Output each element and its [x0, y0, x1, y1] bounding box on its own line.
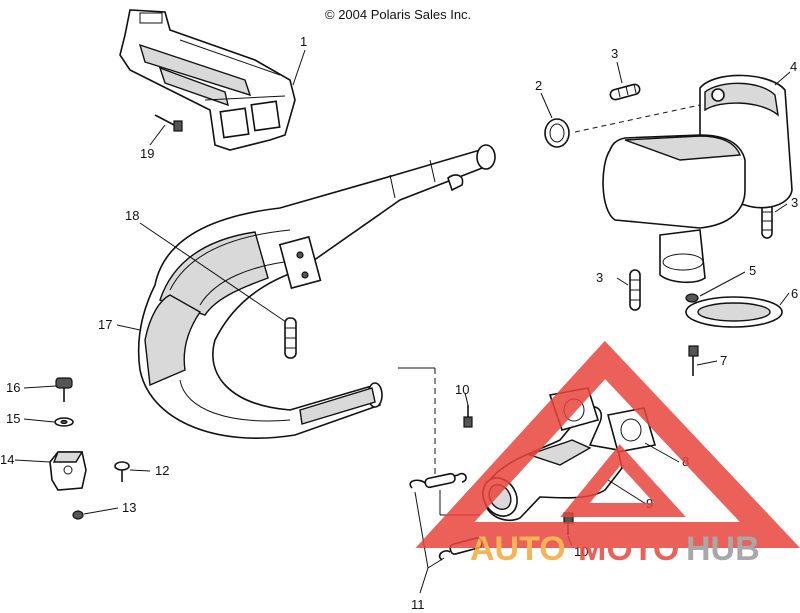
- bracket-14: [49, 451, 87, 491]
- callout-6: 6: [791, 286, 798, 301]
- bracket-bolt: [154, 114, 183, 132]
- callout-16: 16: [6, 380, 20, 395]
- callout-10-upper: 10: [455, 382, 469, 397]
- callout-11: 11: [411, 597, 425, 612]
- nut-13: [72, 510, 84, 520]
- callout-4: 4: [790, 59, 797, 74]
- callout-3-top: 3: [611, 46, 618, 61]
- spring-top: [609, 83, 641, 101]
- callout-1: 1: [300, 34, 307, 49]
- watermark-hub: HUB: [686, 530, 760, 568]
- spring-right: [761, 202, 773, 239]
- watermark-moto: MOTO: [578, 530, 679, 568]
- callout-12: 12: [155, 463, 169, 478]
- callout-3-middle: 3: [596, 270, 603, 285]
- callout-13: 13: [122, 500, 136, 515]
- spring-middle: [629, 269, 641, 311]
- copyright-notice: © 2004 Polaris Sales Inc.: [325, 7, 471, 22]
- bolt-16: [55, 377, 73, 402]
- callout-numbers: 1 2 3 3 3 4 5 6 7 8 9 10 10 11 12 13 14 …: [0, 34, 798, 612]
- spring-pipe: [284, 317, 297, 359]
- callout-15: 15: [6, 411, 20, 426]
- muffler: [602, 74, 793, 284]
- callout-5: 5: [749, 263, 756, 278]
- spring-11-upper: [409, 472, 467, 489]
- callout-18: 18: [125, 208, 139, 223]
- gasket-ring: [544, 118, 570, 148]
- bolt-10-upper: [463, 405, 473, 428]
- stud-bolt: [688, 345, 699, 376]
- automotohub-watermark: AUTO MOTO HUB: [415, 340, 800, 568]
- callout-14: 14: [0, 452, 14, 467]
- callout-17: 17: [98, 317, 112, 332]
- watermark-auto: AUTO: [470, 530, 566, 568]
- callout-7: 7: [720, 353, 727, 368]
- callout-19: 19: [140, 146, 154, 161]
- washer-small: [685, 293, 699, 303]
- bolt-12: [114, 461, 130, 482]
- washer-15: [54, 417, 74, 427]
- leader-lines: [14, 49, 791, 594]
- mounting-bracket: [119, 9, 296, 151]
- callout-2: 2: [535, 78, 542, 93]
- muffler-gasket: [685, 296, 783, 328]
- callout-3-right: 3: [791, 195, 798, 210]
- expansion-pipe: [137, 144, 496, 439]
